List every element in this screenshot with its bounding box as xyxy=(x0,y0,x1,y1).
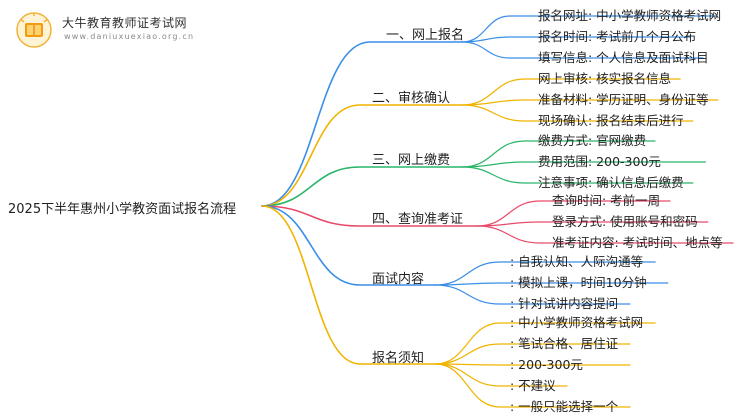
leaf-1-1: 报名网址: 中小学教师资格考试网 xyxy=(538,8,722,23)
leaf-5-3: : 针对试讲内容提问 xyxy=(510,296,619,311)
root-node: 2025下半年惠州小学教资面试报名流程 xyxy=(8,202,237,217)
leaf-4-2: 登录方式: 使用账号和密码 xyxy=(552,214,698,229)
leaf-2-2: 准备材料: 学历证明、身份证等 xyxy=(538,92,709,107)
leaf-connector-1-1 xyxy=(461,15,717,43)
site-logo: 大牛教育教师证考试网 www.daniuxuexiao.org.cn xyxy=(14,10,204,50)
leaf-connector-5-1 xyxy=(434,261,656,286)
leaf-connector-6-1 xyxy=(434,322,656,365)
leaf-connector-5-3 xyxy=(434,284,631,305)
logo-subtitle: www.daniuxuexiao.org.cn xyxy=(64,32,195,41)
leaf-connector-4-1 xyxy=(476,200,671,227)
branch-label-1: 一、网上报名 xyxy=(386,28,465,43)
leaf-2-3: 现场确认: 报名结束后进行 xyxy=(538,113,684,128)
leaf-6-2: : 笔试合格、居住证 xyxy=(510,336,619,351)
leaf-connector-3-1 xyxy=(461,140,656,168)
leaf-4-3: 准考证内容: 考试时间、地点等 xyxy=(552,235,723,250)
leaf-connector-4-3 xyxy=(476,225,734,244)
leaf-5-1: : 自我认知、人际沟通等 xyxy=(510,254,644,269)
leaf-connector-3-2 xyxy=(461,161,706,168)
leaf-6-3: : 200-300元 xyxy=(510,357,583,372)
branch-label-2: 二、审核确认 xyxy=(372,91,451,106)
branch-connector-1 xyxy=(261,41,463,207)
leaf-connector-2-1 xyxy=(461,78,681,106)
branch-label-6: 报名须知 xyxy=(372,351,425,366)
leaf-6-5: : 一般只能选择一个 xyxy=(510,399,619,414)
leaf-connector-2-3 xyxy=(461,104,694,122)
leaf-3-1: 缴费方式: 官网缴费 xyxy=(538,133,647,148)
leaf-connector-2-2 xyxy=(461,99,719,106)
leaf-2-1: 网上审核: 核实报名信息 xyxy=(538,71,672,86)
branch-connector-2 xyxy=(261,104,463,207)
branch-connector-5 xyxy=(261,205,436,286)
leaf-connector-4-2 xyxy=(476,221,709,227)
leaf-6-4: : 不建议 xyxy=(510,378,556,393)
leaf-connector-1-2 xyxy=(461,36,691,43)
leaf-1-3: 填写信息: 个人信息及面试科目 xyxy=(538,50,709,65)
leaf-5-2: : 模拟上课，时间10分钟 xyxy=(510,275,647,290)
leaf-connector-6-5 xyxy=(434,363,631,408)
leaf-4-1: 查询时间: 考前一周 xyxy=(552,193,661,208)
branch-connector-3 xyxy=(261,166,463,207)
leaf-6-1: : 中小学教师资格考试网 xyxy=(510,315,644,330)
leaf-connector-6-3 xyxy=(434,363,631,366)
leaf-connector-5-2 xyxy=(434,282,669,286)
leaf-3-2: 费用范围: 200-300元 xyxy=(538,154,661,169)
leaf-connector-1-3 xyxy=(461,41,704,59)
branch-connector-4 xyxy=(261,205,478,227)
book-logo-icon xyxy=(16,12,52,48)
leaf-3-3: 注意事项: 确认信息后缴费 xyxy=(538,175,684,190)
leaf-connector-6-4 xyxy=(434,363,568,387)
branch-label-4: 四、查询准考证 xyxy=(372,212,464,227)
leaf-1-2: 报名时间: 考试前几个月公布 xyxy=(538,29,697,44)
leaf-connector-3-3 xyxy=(461,166,694,184)
logo-title: 大牛教育教师证考试网 xyxy=(62,16,188,30)
leaf-connector-6-2 xyxy=(434,343,631,365)
branch-label-5: 面试内容 xyxy=(372,272,425,287)
branch-connector-6 xyxy=(261,205,436,365)
branch-label-3: 三、网上缴费 xyxy=(372,153,451,168)
